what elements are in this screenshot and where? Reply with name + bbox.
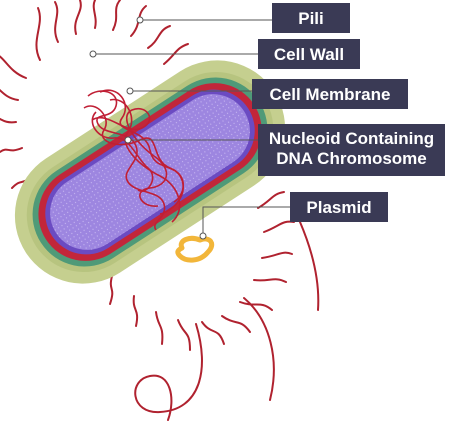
label-cell-wall: Cell Wall xyxy=(258,39,360,69)
pilus xyxy=(0,117,17,124)
label-pili: Pili xyxy=(272,3,350,33)
cell-body xyxy=(14,60,286,284)
pilus xyxy=(163,43,189,65)
label-plasmid: Plasmid xyxy=(290,192,388,222)
pilus xyxy=(239,301,273,311)
pilus xyxy=(54,1,59,43)
pilus xyxy=(0,88,19,101)
pilus xyxy=(109,275,114,305)
leader-line-plasmid xyxy=(202,206,290,236)
pilus xyxy=(263,220,295,233)
pilus xyxy=(257,191,285,209)
pilus xyxy=(0,55,27,79)
pointer-dot-cell-membrane xyxy=(126,87,134,95)
nucleoid-dna xyxy=(83,89,185,231)
label-nucleoid: Nucleoid Containing DNA Chromosome xyxy=(258,124,445,176)
pilus xyxy=(74,0,82,35)
pilus-long xyxy=(134,323,203,421)
pointer-dot-nucleoid xyxy=(124,136,132,144)
leader-lines xyxy=(89,16,290,240)
pilus-long xyxy=(243,297,275,401)
pilus xyxy=(253,278,287,283)
pilus xyxy=(147,25,171,49)
pilus xyxy=(0,147,23,153)
pointer-dot-cell-wall xyxy=(89,50,97,58)
cytoplasm xyxy=(50,94,250,250)
pilus xyxy=(201,321,225,345)
pilus xyxy=(261,251,293,259)
label-cell-membrane: Cell Membrane xyxy=(252,79,408,109)
pilus xyxy=(177,319,191,351)
label-nucleoid-line1: Nucleoid Containing xyxy=(268,129,435,148)
pilus xyxy=(155,311,164,345)
pilus xyxy=(35,7,41,61)
plasmid-shape xyxy=(175,235,215,263)
pilus xyxy=(221,315,251,333)
pointer-dot-plasmid xyxy=(199,232,207,240)
pilus xyxy=(132,295,139,327)
pilus xyxy=(92,0,97,29)
pilus xyxy=(112,0,121,31)
label-nucleoid-line2: DNA Chromosome xyxy=(276,149,427,168)
pilus-long xyxy=(299,221,320,311)
pointer-dot-pili xyxy=(136,16,144,24)
